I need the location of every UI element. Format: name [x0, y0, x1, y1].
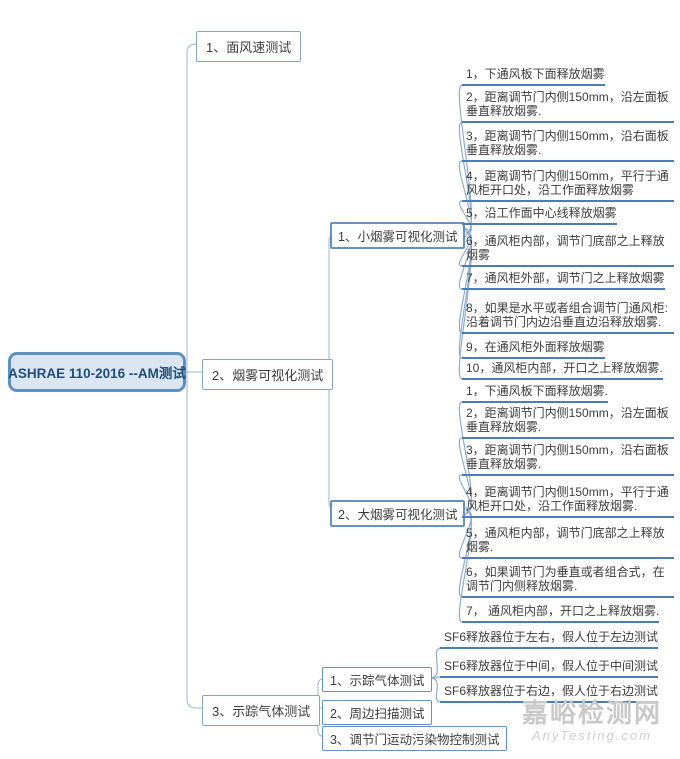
subtopic-small-smoke-test[interactable]: 1、小烟雾可视化测试 [330, 222, 466, 249]
fan-big-7 [458, 510, 472, 623]
branch-face-velocity-test[interactable]: 1、面风速测试 [196, 31, 302, 62]
watermark-text: 嘉峪检测网 [521, 698, 662, 728]
topic-item[interactable]: 9，在通风柜外面释放烟雾 [462, 340, 605, 359]
subtopic-tracer-gas-test[interactable]: 1、示踪气体测试 [322, 667, 433, 692]
topic-item[interactable]: 7，通风柜外部，调节门之上释放烟雾 [462, 271, 665, 290]
topic-item[interactable]: 2，距离调节门内侧150mm，沿左面板垂直释放烟雾. [462, 406, 674, 439]
topic-item[interactable]: 4，距离调节门内侧150mm，平行于通风柜开口处，沿工作面释放烟雾 [462, 169, 674, 202]
watermark: 嘉峪检测网 AnyTesting.com [512, 698, 672, 744]
spine-line [186, 43, 202, 709]
topic-item[interactable]: 3，距离调节门内侧150mm，沿右面板垂直释放烟雾. [462, 129, 674, 162]
subtopic-perimeter-scan-test[interactable]: 2、周边扫描测试 [322, 700, 433, 725]
topic-item[interactable]: 4，距离调节门内侧150mm，平行于通风柜开口处，沿工作面释放烟雾. [462, 485, 674, 518]
topic-item[interactable]: 6，如果调节门为垂直或者组合式，在调节门内侧释放烟雾. [462, 565, 674, 598]
fan-small-2 [458, 121, 472, 234]
fan-small-10 [458, 232, 472, 380]
root-topic[interactable]: ASHRAE 110-2016 --AM测试 [8, 352, 186, 392]
topic-item[interactable]: 5，通风柜内部，调节门底部之上释放烟雾. [462, 526, 674, 559]
topic-item[interactable]: 2，距离调节门内侧150mm，沿左面板垂直释放烟雾. [462, 90, 674, 123]
topic-item[interactable]: 8，如果是水平或者组合调节门通风柜:沿着调节门内边沿垂直边沿释放烟雾. [462, 301, 674, 334]
watermark-url: AnyTesting.com [531, 728, 652, 743]
topic-item[interactable]: 3，距离调节门内侧150mm，沿右面板垂直释放烟雾. [462, 443, 674, 476]
fan-small-3 [458, 160, 472, 234]
fan-big-1 [458, 401, 472, 512]
topic-item[interactable]: 1，下通风板下面释放烟雾. [462, 384, 609, 403]
fan-small-7 [458, 232, 472, 290]
branch-smoke-visualization-test[interactable]: 2、烟雾可视化测试 [202, 359, 334, 390]
subtopic-big-smoke-test[interactable]: 2、大烟雾可视化测试 [330, 500, 466, 527]
topic-item[interactable]: SF6释放器位于右边，假人位于右边测试 [440, 684, 659, 703]
fan-sf6-3 [429, 677, 442, 703]
fan-sf6-1 [429, 647, 442, 679]
fan-big-3 [458, 474, 472, 512]
topic-item[interactable]: 7， 通风柜内部，开口之上释放烟雾. [462, 604, 660, 623]
subtopic-sash-movement-test[interactable]: 3、调节门运动污染物控制测试 [322, 726, 508, 751]
topic-item[interactable]: 6，通风柜内部，调节门底部之上释放烟雾 [462, 234, 674, 267]
topic-item[interactable]: 1，下通风板下面释放烟雾 [462, 67, 605, 86]
branch-tracer-gas-test[interactable]: 3、示踪气体测试 [202, 695, 321, 726]
topic-item[interactable]: SF6释放器位于左右，假人位于左边测试 [440, 630, 659, 649]
topic-item[interactable]: 10，通风柜内部，开口之上释放烟雾. [462, 361, 663, 380]
topic-item[interactable]: SF6释放器位于中间，假人位于中间测试 [440, 659, 659, 678]
topic-item[interactable]: 5，沿工作面中心线释放烟雾 [462, 206, 617, 225]
